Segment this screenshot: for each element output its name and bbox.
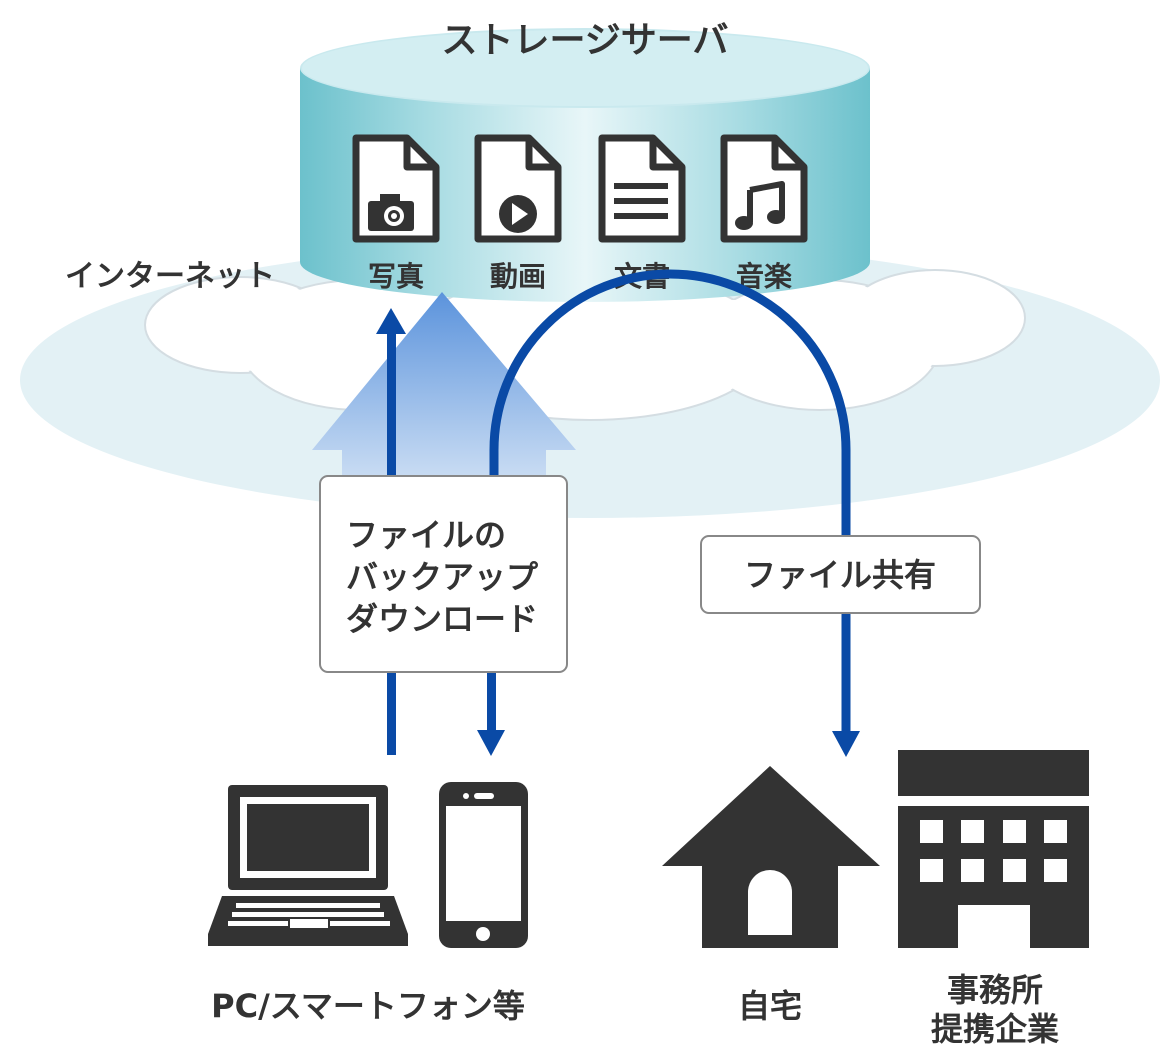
- share-label: ファイル共有: [744, 556, 936, 594]
- pc-smartphone-label: PC/スマートフォン等: [211, 987, 525, 1025]
- laptop-icon: [208, 785, 408, 946]
- backup-big-arrow: [312, 292, 576, 478]
- internet-label: インターネット: [65, 259, 275, 294]
- smartphone-icon: [439, 782, 528, 948]
- home-label: 自宅: [738, 987, 802, 1025]
- music-file-icon: [720, 134, 808, 243]
- photo-file-icon: [352, 134, 440, 243]
- share-arrow-head: [832, 731, 860, 757]
- backup-line-3: ダウンロード: [346, 600, 538, 638]
- video-label: 動画: [490, 260, 546, 293]
- office-building-icon: [898, 750, 1089, 948]
- storage-server-cylinder: [300, 28, 870, 302]
- office-label-line-2: 提携企業: [931, 1010, 1059, 1048]
- office-label-line-1: 事務所: [947, 971, 1043, 1009]
- storage-server-title: ストレージサーバ: [442, 20, 729, 61]
- house-icon: [662, 766, 880, 948]
- share-arc: [489, 269, 851, 735]
- video-file-icon: [474, 134, 562, 243]
- share-box: [700, 535, 981, 614]
- document-file-icon: [598, 134, 686, 243]
- download-arrow: [477, 672, 505, 756]
- backup-line-1: ファイルの: [346, 516, 506, 554]
- internet-cloud: [20, 242, 1160, 518]
- photo-label: 写真: [368, 260, 424, 293]
- backup-box: [319, 475, 568, 673]
- backup-line-2: バックアップ: [346, 558, 539, 596]
